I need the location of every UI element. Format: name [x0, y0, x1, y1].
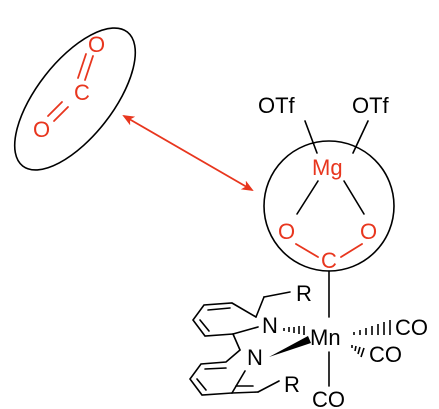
otf-right-label: OTf [352, 93, 390, 118]
mg-oxygen-right-bond [343, 180, 365, 215]
manganese-label: Mn [310, 325, 341, 350]
carbonate-bond-right [340, 243, 363, 258]
co2-oxygen-top: O [88, 32, 105, 57]
co2-oxygen-bottom: O [33, 117, 50, 142]
co2-bond-top [77, 53, 94, 81]
carbonyl-bottom-label: CO [312, 387, 345, 409]
r-group-top-label: R [296, 281, 312, 306]
nitrogen-top-label: N [262, 313, 278, 338]
otf-left-label: OTf [258, 93, 296, 118]
mn-co-mid-hashed-bond [351, 345, 365, 358]
co2-bond-bottom [47, 101, 69, 122]
carbonate-oxygen-left: O [278, 219, 295, 244]
carbonyl-right-label: CO [395, 315, 428, 340]
bipyridine-ligand [189, 291, 291, 396]
mn-co-right-hashed-bond [353, 320, 391, 335]
n-bottom-mn-wedge-bond [269, 336, 311, 357]
magnesium-label: Mg [312, 155, 343, 180]
r-group-bottom-label: R [284, 372, 300, 397]
mg-otf-right-bond [352, 120, 369, 154]
n-top-mn-hashed-bond [283, 326, 305, 335]
carbonate-oxygen-right: O [360, 219, 377, 244]
mg-oxygen-left-bond [296, 180, 319, 215]
carbonyl-middle-label: CO [369, 342, 402, 367]
co2-carbon: C [74, 80, 90, 105]
nitrogen-bottom-label: N [247, 345, 263, 370]
carbonate-bond-left [295, 243, 319, 258]
mg-otf-left-bond [304, 120, 318, 154]
co2-enclosure-ellipse [13, 27, 137, 171]
equilibrium-double-arrow [122, 114, 254, 192]
carbonate-carbon: C [321, 248, 337, 273]
